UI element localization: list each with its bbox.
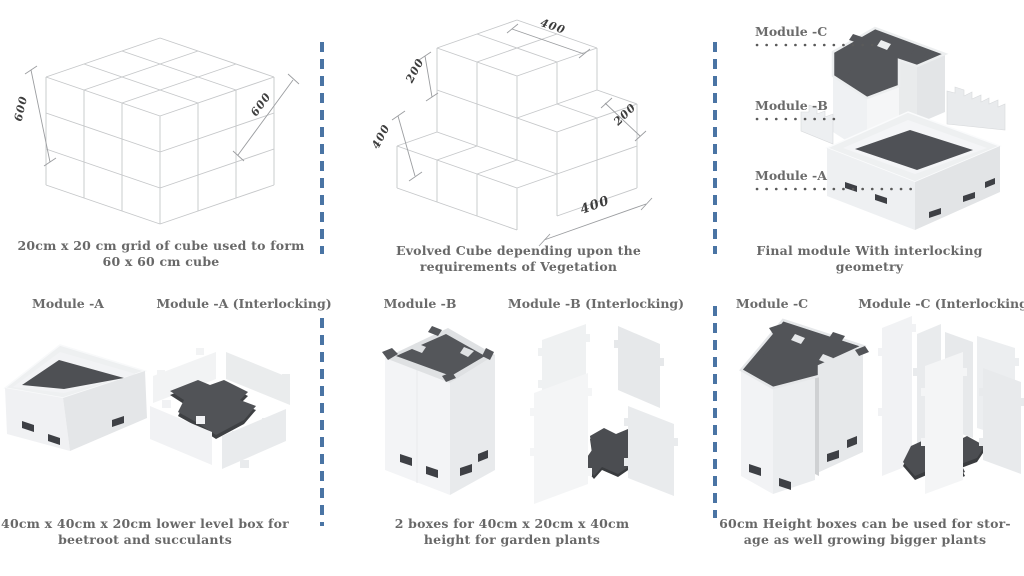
- caption-line: 40cm x 40cm x 20cm lower level box for: [1, 516, 289, 531]
- caption-line: Evolved Cube depending upon the: [395, 243, 642, 258]
- panel-caption: 60cm Height boxes can be used for stor- …: [715, 516, 1015, 549]
- caption-line: 2 boxes for 40cm x 20cm x 40cm: [394, 516, 630, 531]
- label-module-c-interlocking: Module -C (Interlocking): [858, 296, 1024, 311]
- caption-line: requirements of Vegetation: [419, 259, 618, 275]
- caption-line: 60cm Height boxes can be used for stor-: [719, 516, 1011, 531]
- final-module-render: [755, 26, 1006, 230]
- panel-caption: 40cm x 40cm x 20cm lower level box for b…: [0, 516, 290, 549]
- panel-grid-cube: 600 600 20cm x 20 cm grid of cube used t…: [0, 0, 322, 288]
- caption-line: age as well growing bigger plants: [743, 532, 987, 548]
- caption-line: 20cm x 20 cm grid of cube used to form: [17, 238, 305, 253]
- grid-cube-drawing: [24, 37, 300, 225]
- caption-line: Final module With interlocking: [756, 243, 983, 258]
- module-b-render: [382, 324, 678, 504]
- caption-line: geometry: [835, 259, 904, 275]
- label-module-a: Module -A: [755, 168, 827, 183]
- caption-line: 60 x 60 cm cube: [102, 254, 220, 270]
- label-module-a: Module -A: [32, 296, 104, 311]
- divider-top-left: [320, 42, 324, 254]
- module-c-render: [739, 316, 1024, 494]
- panel-caption: 2 boxes for 40cm x 20cm x 40cm height fo…: [322, 516, 702, 549]
- label-module-b-interlocking: Module -B (Interlocking): [507, 296, 685, 311]
- panel-evolved-cube: 400 200 400 200 400 Evolved Cube dependi…: [322, 0, 715, 288]
- dimension-lines: [391, 23, 653, 247]
- panel-caption: Final module With interlocking geometry: [715, 243, 1024, 276]
- evolved-cube-drawing: [391, 19, 653, 247]
- divider-bottom-right: [713, 306, 717, 518]
- dimension-lines: [24, 65, 300, 167]
- label-module-b: Module -B: [383, 296, 457, 311]
- dotted-leader: [755, 43, 922, 191]
- label-module-c: Module -C: [735, 296, 809, 311]
- caption-line: beetroot and succulants: [58, 532, 232, 548]
- panel-module-c: Module -C Module -C (Interlocking) 60cm …: [715, 288, 1024, 576]
- panel-caption: Evolved Cube depending upon the requirem…: [322, 243, 715, 276]
- caption-line: height for garden plants: [423, 532, 601, 548]
- module-a-render: [3, 344, 290, 469]
- label-module-b: Module -B: [755, 98, 828, 113]
- label-module-a-interlocking: Module -A (Interlocking): [156, 296, 332, 311]
- panel-module-a: Module -A Module -A (Interlocking) 40cm …: [0, 288, 332, 576]
- panel-caption: 20cm x 20 cm grid of cube used to form 6…: [0, 238, 322, 271]
- panel-module-b: Module -B Module -B (Interlocking) 2 box…: [322, 288, 715, 576]
- divider-bottom-left: [320, 318, 324, 526]
- label-module-c: Module -C: [755, 24, 828, 39]
- panel-final-module: Module -C Module -B Module -A Final modu…: [715, 0, 1024, 288]
- divider-top-right: [713, 42, 717, 254]
